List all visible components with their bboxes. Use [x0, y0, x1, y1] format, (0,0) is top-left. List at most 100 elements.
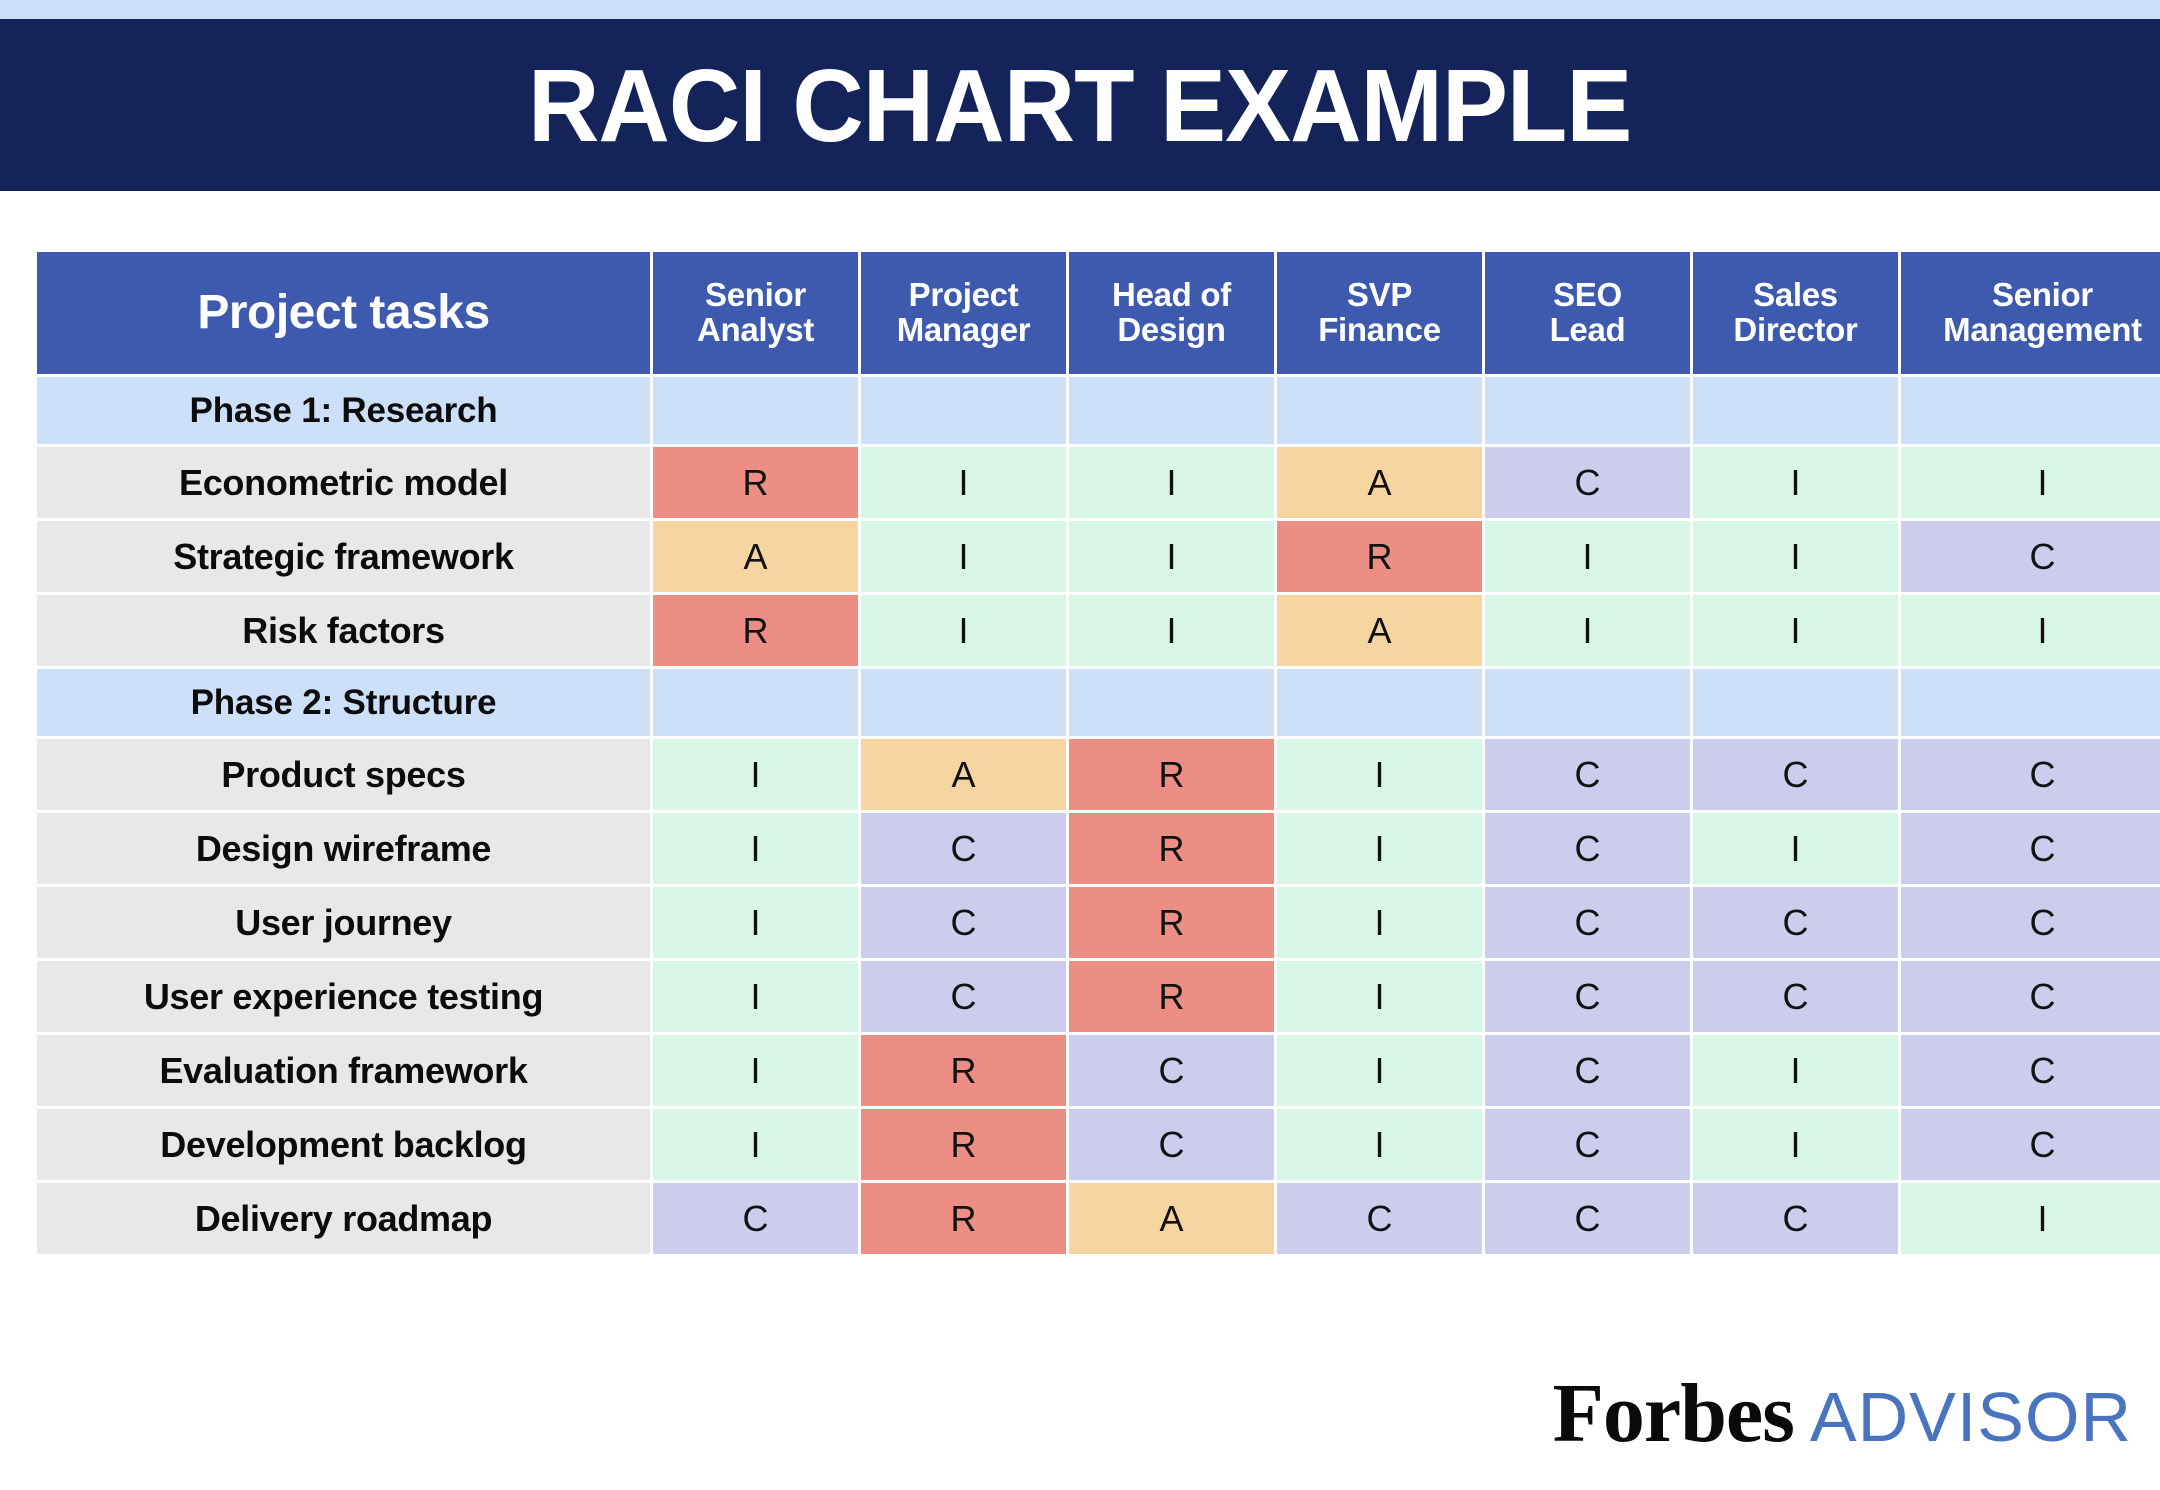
phase-blank-cell	[1901, 377, 2160, 444]
raci-cell: C	[861, 961, 1066, 1032]
forbes-advisor-logo: Forbes ADVISOR	[1553, 1372, 2132, 1456]
phase-blank-cell	[1901, 669, 2160, 736]
raci-cell: A	[861, 739, 1066, 810]
phase-blank-cell	[653, 669, 858, 736]
phase-blank-cell	[1069, 669, 1274, 736]
raci-cell: C	[1901, 739, 2160, 810]
raci-cell: A	[1277, 447, 1482, 518]
raci-cell: A	[1277, 595, 1482, 666]
raci-cell: I	[653, 1035, 858, 1106]
task-label: User experience testing	[37, 961, 650, 1032]
raci-cell: I	[1277, 813, 1482, 884]
raci-cell: I	[1693, 595, 1898, 666]
task-label: Risk factors	[37, 595, 650, 666]
raci-cell: R	[653, 595, 858, 666]
raci-cell: I	[1901, 447, 2160, 518]
phase-row: Phase 1: Research	[37, 377, 2160, 444]
raci-cell: C	[1485, 1035, 1690, 1106]
raci-cell: R	[653, 447, 858, 518]
phase-blank-cell	[653, 377, 858, 444]
raci-cell: I	[653, 961, 858, 1032]
phase-blank-cell	[1277, 669, 1482, 736]
phase-blank-cell	[1485, 669, 1690, 736]
raci-cell: C	[1485, 1183, 1690, 1254]
raci-cell: I	[1069, 521, 1274, 592]
raci-cell: I	[1901, 1183, 2160, 1254]
raci-cell: C	[1901, 961, 2160, 1032]
raci-cell: C	[1693, 1183, 1898, 1254]
raci-cell: C	[1693, 887, 1898, 958]
raci-cell: I	[1693, 447, 1898, 518]
task-label: Delivery roadmap	[37, 1183, 650, 1254]
logo-advisor-wordmark: ADVISOR	[1809, 1378, 2132, 1456]
phase-blank-cell	[861, 377, 1066, 444]
phase-label: Phase 1: Research	[37, 377, 650, 444]
raci-cell: I	[1485, 521, 1690, 592]
raci-cell: I	[1693, 813, 1898, 884]
raci-cell: R	[1069, 961, 1274, 1032]
raci-cell: I	[861, 595, 1066, 666]
raci-cell: R	[1277, 521, 1482, 592]
task-label: Product specs	[37, 739, 650, 810]
raci-cell: I	[1901, 595, 2160, 666]
raci-cell: C	[1069, 1035, 1274, 1106]
raci-cell: C	[861, 887, 1066, 958]
task-label: Econometric model	[37, 447, 650, 518]
raci-cell: I	[1277, 887, 1482, 958]
raci-cell: C	[1485, 739, 1690, 810]
raci-cell: R	[861, 1183, 1066, 1254]
raci-cell: I	[653, 1109, 858, 1180]
task-label: Design wireframe	[37, 813, 650, 884]
raci-cell: C	[1901, 887, 2160, 958]
task-label: Development backlog	[37, 1109, 650, 1180]
raci-cell: I	[1693, 521, 1898, 592]
raci-cell: I	[1069, 447, 1274, 518]
raci-cell: R	[1069, 739, 1274, 810]
phase-blank-cell	[1693, 377, 1898, 444]
raci-cell: I	[1277, 961, 1482, 1032]
raci-cell: C	[1901, 1035, 2160, 1106]
phase-blank-cell	[1277, 377, 1482, 444]
phase-blank-cell	[861, 669, 1066, 736]
raci-cell: I	[1693, 1035, 1898, 1106]
raci-cell: I	[861, 521, 1066, 592]
page-title: RACI CHART EXAMPLE	[528, 47, 1632, 163]
raci-cell: R	[861, 1035, 1066, 1106]
logo-forbes-wordmark: Forbes	[1552, 1367, 1795, 1460]
top-accent-strip	[0, 0, 2160, 19]
task-label: Strategic framework	[37, 521, 650, 592]
raci-cell: C	[1901, 813, 2160, 884]
raci-cell: C	[1901, 1109, 2160, 1180]
raci-cell: I	[653, 887, 858, 958]
raci-cell: C	[1485, 813, 1690, 884]
raci-cell: I	[1277, 739, 1482, 810]
raci-cell: R	[1069, 813, 1274, 884]
raci-cell: R	[861, 1109, 1066, 1180]
raci-cell: I	[653, 813, 858, 884]
raci-cell: I	[1277, 1109, 1482, 1180]
raci-cell: C	[1901, 521, 2160, 592]
raci-cell: I	[1069, 595, 1274, 666]
raci-cell: I	[1485, 595, 1690, 666]
phase-row: Phase 2: Structure	[37, 669, 2160, 736]
raci-cell: A	[1069, 1183, 1274, 1254]
phase-blank-cell	[1485, 377, 1690, 444]
